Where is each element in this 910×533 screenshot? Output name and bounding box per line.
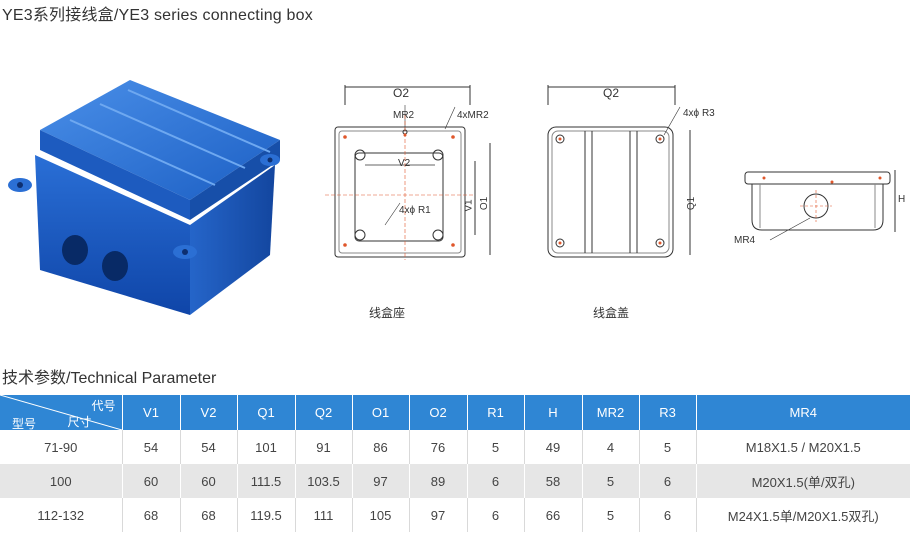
column-header: MR4 <box>696 395 910 430</box>
table-row: 71-90 54 54 101 91 86 76 5 49 4 5 M18X1.… <box>0 430 910 464</box>
table-cell: 6 <box>467 498 525 532</box>
column-header: R3 <box>639 395 697 430</box>
v1-label: V1 <box>463 199 475 212</box>
column-header: O1 <box>352 395 410 430</box>
cover-drawing <box>547 85 691 258</box>
table-cell: 58 <box>524 464 583 498</box>
column-header: V1 <box>122 395 181 430</box>
column-header: H <box>524 395 583 430</box>
q2-label: Q2 <box>603 86 620 100</box>
side-drawing <box>744 170 896 241</box>
h-label: H <box>898 194 906 205</box>
cover-caption: 线盒盖 <box>593 306 630 320</box>
mr4-label: MR4 <box>734 235 756 246</box>
corner-code: 代号 <box>91 399 116 413</box>
table-cell: 4 <box>582 430 640 464</box>
junction-box-photo <box>8 80 280 315</box>
four-mr2-label: 4xMR2 <box>457 110 489 121</box>
o2-label: O2 <box>393 86 410 100</box>
table-cell: 91 <box>295 430 353 464</box>
table-cell: 101 <box>237 430 296 464</box>
mr2-label: MR2 <box>393 110 415 121</box>
parameter-table: 代号 尺寸 型号 V1 V2 Q1 Q2 O1 O2 R1 H MR2 R3 M… <box>0 395 910 532</box>
table-cell: 5 <box>467 430 525 464</box>
table-cell: 60 <box>122 464 181 498</box>
table-cell: M20X1.5(单/双孔) <box>696 464 910 498</box>
table-row: 100 60 60 111.5 103.5 97 89 6 58 5 6 M20… <box>0 464 910 498</box>
column-header: Q1 <box>237 395 296 430</box>
table-cell: 97 <box>352 464 410 498</box>
table-cell: 111 <box>295 498 353 532</box>
base-caption: 线盒座 <box>369 306 406 320</box>
table-cell: 60 <box>180 464 238 498</box>
corner-size: 尺寸 <box>67 415 92 429</box>
table-cell: 54 <box>122 430 181 464</box>
table-cell: 105 <box>352 498 410 532</box>
table-cell: M24X1.5单/M20X1.5双孔) <box>696 498 910 532</box>
corner-model: 型号 <box>12 417 37 431</box>
table-cell: 6 <box>467 464 525 498</box>
column-header: V2 <box>180 395 238 430</box>
table-cell: 5 <box>639 430 697 464</box>
table-cell: 49 <box>524 430 583 464</box>
table-cell: 68 <box>180 498 238 532</box>
table-cell: 54 <box>180 430 238 464</box>
tech-title: 技术参数/Technical Parameter <box>2 370 217 387</box>
table-cell: 111.5 <box>237 464 296 498</box>
o1-label: O1 <box>479 196 491 211</box>
v2-label: V2 <box>398 158 411 169</box>
table-header-row: 代号 尺寸 型号 V1 V2 Q1 Q2 O1 O2 R1 H MR2 R3 M… <box>0 395 910 431</box>
table-row: 112-132 68 68 119.5 111 105 97 6 66 5 6 … <box>0 498 910 532</box>
table-cell: 97 <box>409 498 468 532</box>
table-cell: 89 <box>409 464 468 498</box>
r3-label: 4xϕ R3 <box>683 108 715 119</box>
corner-header: 代号 尺寸 型号 <box>0 395 123 431</box>
table-cell: 119.5 <box>237 498 296 532</box>
figures-area: O2 MR2 4xMR2 V2 V1 O1 4xϕ R1 线盒座 Q2 4xϕ … <box>0 60 910 350</box>
table-cell: 86 <box>352 430 410 464</box>
table-cell: 112-132 <box>0 498 123 532</box>
base-drawing <box>325 85 491 260</box>
column-header: O2 <box>409 395 468 430</box>
table-cell: 5 <box>582 498 640 532</box>
table-cell: 103.5 <box>295 464 353 498</box>
page-title: YE3系列接线盒/YE3 series connecting box <box>2 7 313 24</box>
column-header: MR2 <box>582 395 640 430</box>
table-cell: 68 <box>122 498 181 532</box>
q1-label: Q1 <box>686 196 698 211</box>
table-cell: 71-90 <box>0 430 123 464</box>
table-cell: 100 <box>0 464 123 498</box>
column-header: Q2 <box>295 395 353 430</box>
r1-label: 4xϕ R1 <box>399 205 431 216</box>
table-cell: M18X1.5 / M20X1.5 <box>696 430 910 464</box>
table-cell: 6 <box>639 498 697 532</box>
table-cell: 66 <box>524 498 583 532</box>
table-cell: 5 <box>582 464 640 498</box>
column-header: R1 <box>467 395 525 430</box>
table-cell: 76 <box>409 430 468 464</box>
table-cell: 6 <box>639 464 697 498</box>
